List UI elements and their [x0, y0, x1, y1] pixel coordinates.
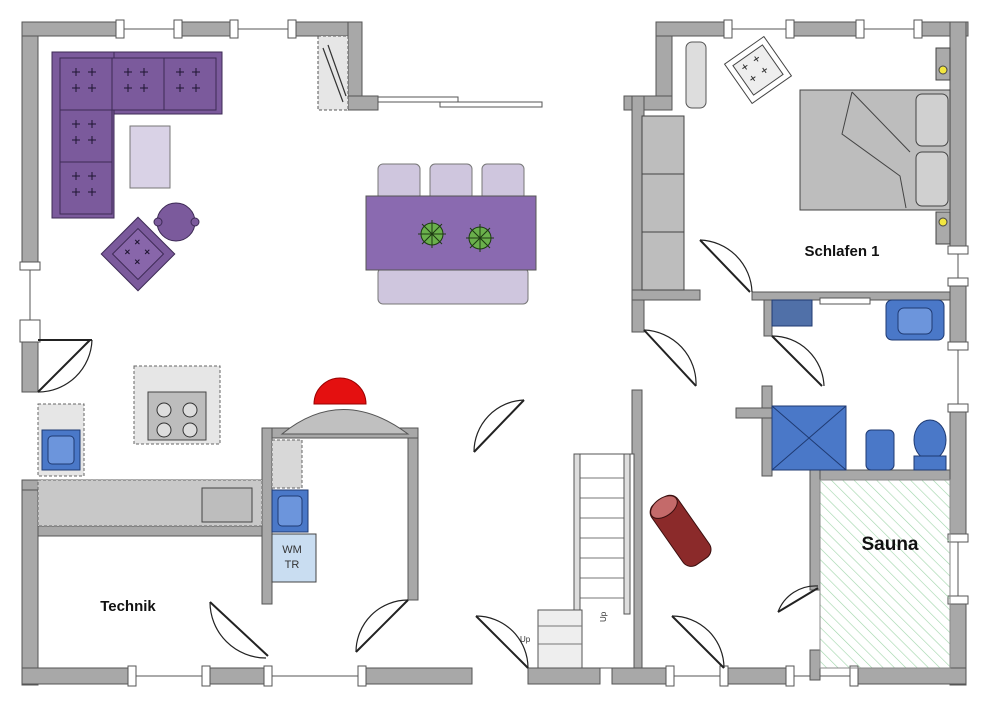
- dresser: [685, 41, 707, 109]
- sink-icon: [41, 429, 81, 471]
- round-table: [153, 202, 200, 242]
- coffee-table: [129, 125, 171, 189]
- dryer-label: TR: [285, 559, 300, 571]
- sofa-icon: [51, 51, 223, 219]
- nightstand-lamp: [935, 47, 951, 245]
- sink-icon: [885, 299, 945, 341]
- sink-icon: [271, 489, 309, 533]
- bathroom: [771, 297, 947, 471]
- technik-fixtures: WM TR: [271, 439, 317, 583]
- chair-icon: [723, 35, 793, 105]
- stairs-icon: Up Up: [520, 453, 635, 669]
- stair-up-label: Up: [520, 635, 531, 644]
- armchair-icon: [100, 216, 176, 292]
- bench-icon: [649, 494, 712, 567]
- dining-table-icon: [365, 163, 537, 305]
- stove-icon: [147, 391, 207, 441]
- plant-icon: [418, 220, 446, 248]
- toilet-icon: [865, 419, 947, 471]
- sauna-floor: [819, 479, 951, 669]
- windows: [19, 19, 969, 687]
- sliding-door: [317, 35, 543, 111]
- washer-label: WM: [282, 544, 302, 556]
- stair-up-label-2: Up: [599, 611, 608, 622]
- bed-icon: [799, 89, 951, 211]
- kitchen: [37, 365, 410, 527]
- shower-icon: [771, 405, 847, 471]
- room-label-technik: Technik: [100, 598, 156, 615]
- doors: [37, 239, 825, 669]
- room-label-sauna: Sauna: [861, 534, 918, 555]
- lamp-icon: [313, 377, 367, 405]
- room-label-bedroom: Schlafen 1: [804, 243, 879, 260]
- plant-icon: [466, 224, 494, 252]
- wardrobe: [641, 115, 685, 291]
